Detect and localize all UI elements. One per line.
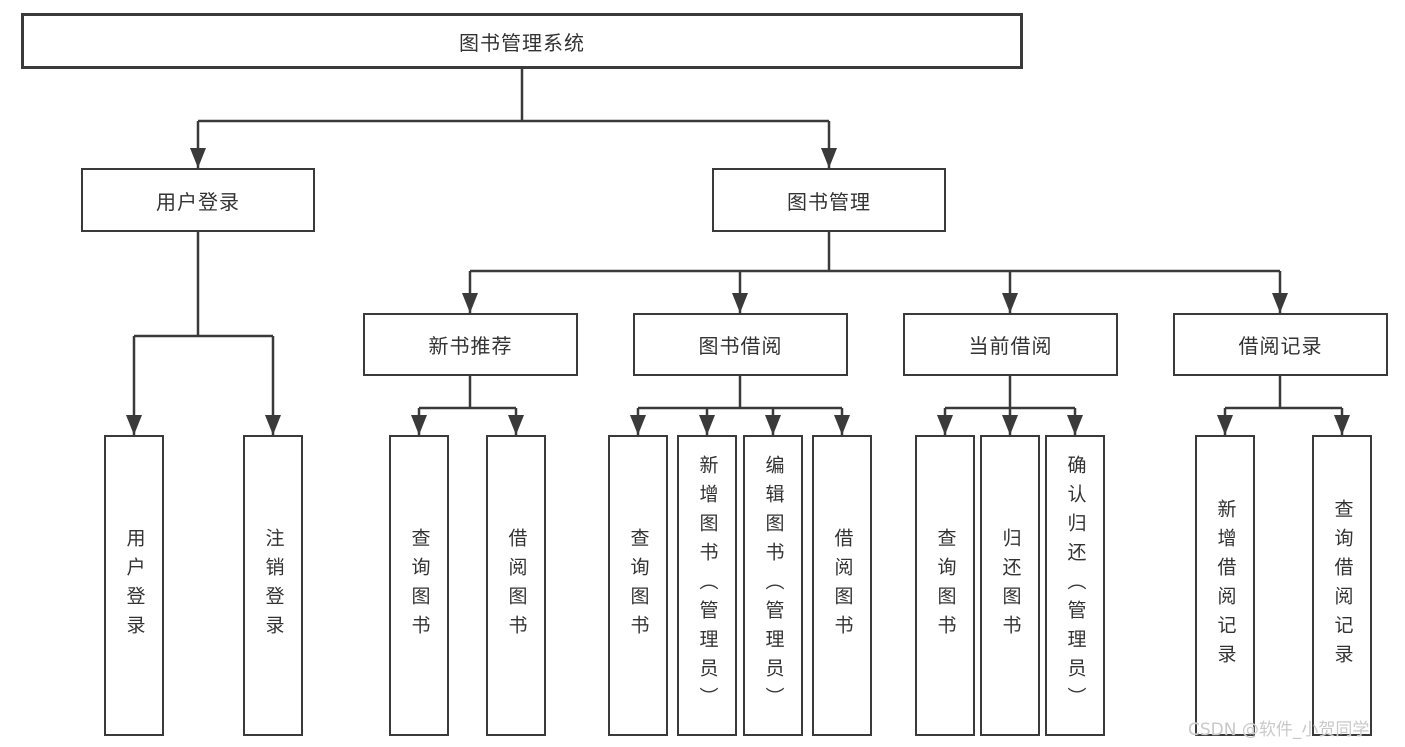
node-book-management-label: 图书管理 [787, 189, 871, 214]
leaf-add-borrow-record: 新增借阅记录 [1195, 435, 1255, 736]
leaf-query-books-2-label: 查询图书 [627, 527, 650, 644]
node-book-management: 图书管理 [712, 168, 946, 232]
leaf-logout: 注销登录 [243, 435, 303, 736]
leaf-borrow-books-1-label: 借阅图书 [505, 527, 528, 644]
node-book-borrowing: 图书借阅 [633, 313, 848, 376]
leaf-query-books-2: 查询图书 [608, 435, 668, 736]
csdn-watermark: CSDN @软件_小贺同学 [1188, 720, 1370, 740]
leaf-borrow-books-2: 借阅图书 [812, 435, 872, 736]
node-borrowing-records: 借阅记录 [1173, 313, 1388, 376]
leaf-borrow-books-1: 借阅图书 [486, 435, 546, 736]
leaf-edit-book-admin: 编辑图书（管理员） [743, 435, 803, 736]
leaf-return-books-label: 归还图书 [999, 527, 1022, 644]
node-user-login: 用户登录 [81, 168, 315, 232]
node-new-book-recommend: 新书推荐 [363, 313, 578, 376]
node-borrowing-records-label: 借阅记录 [1238, 334, 1323, 358]
leaf-query-borrow-record: 查询借阅记录 [1312, 435, 1372, 736]
leaf-confirm-return-admin-label: 确认归还（管理员） [1064, 455, 1087, 716]
leaf-query-borrow-record-label: 查询借阅记录 [1331, 498, 1354, 673]
leaf-confirm-return-admin: 确认归还（管理员） [1045, 435, 1105, 736]
leaf-add-borrow-record-label: 新增借阅记录 [1214, 498, 1237, 673]
node-book-borrowing-label: 图书借阅 [698, 334, 783, 358]
node-new-book-recommend-label: 新书推荐 [428, 334, 513, 358]
leaf-borrow-books-2-label: 借阅图书 [831, 527, 854, 644]
leaf-return-books: 归还图书 [980, 435, 1040, 736]
node-user-login-label: 用户登录 [156, 189, 240, 214]
leaf-logout-label: 注销登录 [262, 527, 285, 644]
leaf-user-login: 用户登录 [104, 435, 164, 736]
node-root-label: 图书管理系统 [459, 30, 585, 55]
leaf-add-book-admin: 新增图书（管理员） [677, 435, 737, 736]
node-root: 图书管理系统 [21, 13, 1023, 69]
leaf-add-book-admin-label: 新增图书（管理员） [696, 455, 719, 716]
leaf-query-books-1: 查询图书 [389, 435, 449, 736]
leaf-query-books-3-label: 查询图书 [934, 527, 957, 644]
leaf-edit-book-admin-label: 编辑图书（管理员） [762, 455, 785, 716]
node-current-borrowing-label: 当前借阅 [968, 334, 1053, 358]
node-current-borrowing: 当前借阅 [903, 313, 1118, 376]
leaf-query-books-1-label: 查询图书 [408, 527, 431, 644]
leaf-query-books-3: 查询图书 [915, 435, 975, 736]
leaf-user-login-label: 用户登录 [123, 527, 146, 644]
